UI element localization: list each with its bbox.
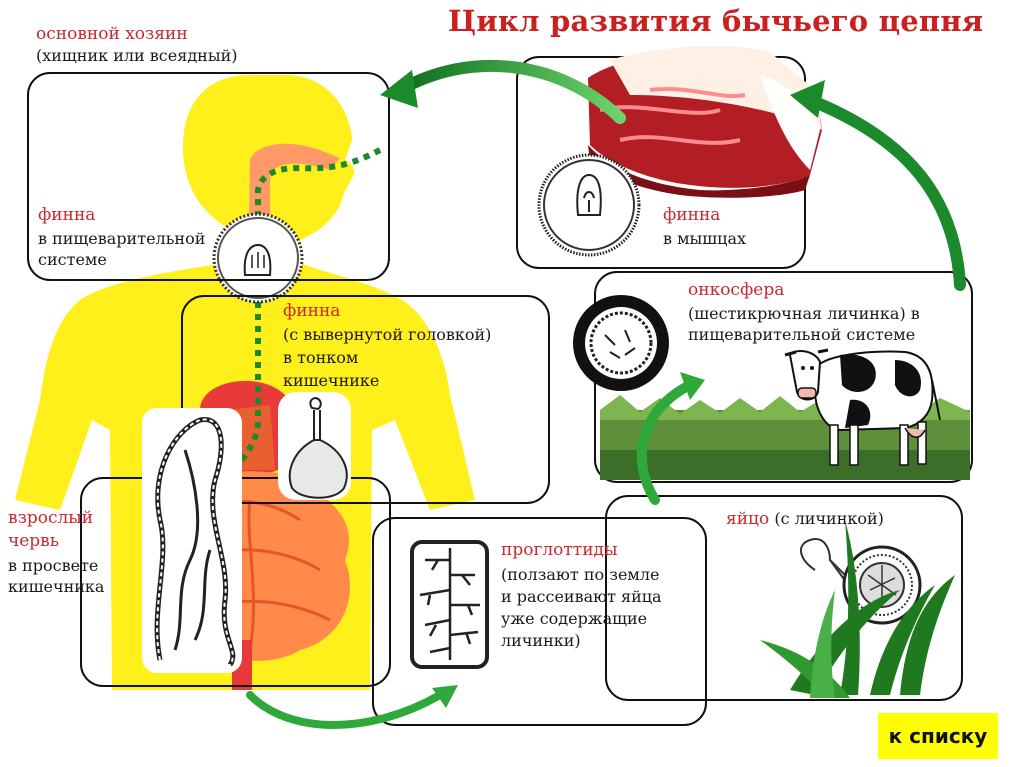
finna-digestive-line1: в пищеварительной xyxy=(38,229,206,248)
grass-blades xyxy=(760,520,955,698)
arrow-cow-to-meat xyxy=(804,94,966,291)
adult-worm-title1: взрослый xyxy=(8,508,94,528)
proglottids-line3: уже содержащие xyxy=(501,609,648,628)
egg-subtitle: (с личинкой) xyxy=(774,509,884,528)
proglottids-line4: личинки) xyxy=(501,631,581,650)
frame-host xyxy=(27,72,390,281)
to-list-button[interactable]: к списку xyxy=(878,713,998,759)
host-subtitle: (хищник или всеядный) xyxy=(36,46,238,65)
arrow-worm-to-proglottid xyxy=(246,691,444,729)
adult-worm-drawing xyxy=(142,408,242,673)
adult-worm-line2: кишечника xyxy=(8,577,105,596)
oncosphere-line2: пищеварительной системе xyxy=(688,325,916,344)
oncosphere-title: онкосфера xyxy=(688,280,785,300)
host-title: основной хозяин xyxy=(36,24,188,44)
page-title: Цикл развития бычьего цепня xyxy=(448,4,984,38)
oncosphere-line1: (шестикрючная личинка) в xyxy=(688,304,920,323)
finna-muscle-line1: в мышцах xyxy=(663,229,746,248)
cycle-arrows xyxy=(246,59,966,729)
adult-worm-title2: червь xyxy=(8,531,60,551)
finna-digestive-line2: системе xyxy=(38,250,107,269)
cow-meadow xyxy=(600,348,970,480)
finna-cyst-circle xyxy=(212,212,304,304)
proglottids-line2: и рассеивают яйца xyxy=(501,587,662,606)
proglottid-drawing xyxy=(410,540,489,669)
proglottids-line1: (ползают по земле xyxy=(501,565,660,584)
proglottids-title: проглоттиды xyxy=(501,540,618,560)
oncosphere-drawing xyxy=(573,295,669,391)
frame-boxes xyxy=(27,56,973,726)
adult-worm-line1: в просвете xyxy=(8,556,99,575)
finna-muscle-cyst xyxy=(537,153,641,257)
finna-intestine-line3: кишечнике xyxy=(283,371,380,390)
finna-digestive-title: финна xyxy=(38,205,96,225)
arrow-egg-to-cow xyxy=(636,380,695,505)
finna-everted-drawing xyxy=(278,392,351,500)
frame-proglottid xyxy=(372,517,707,726)
arrow-meat-to-host xyxy=(394,59,626,124)
egg-label: яйцо (с личинкой) xyxy=(726,509,884,529)
frame-intestine xyxy=(181,295,550,504)
finna-intestine-line2: в тонком xyxy=(283,348,359,367)
frame-egg xyxy=(605,495,963,701)
finna-intestine-line1: (с вывернутой головкой) xyxy=(283,325,492,344)
finna-muscle-title: финна xyxy=(663,205,721,225)
egg-drawing xyxy=(800,538,922,625)
finna-intestine-title: финна xyxy=(283,301,341,321)
egg-title: яйцо xyxy=(726,509,770,529)
meat-illustration xyxy=(588,46,822,198)
